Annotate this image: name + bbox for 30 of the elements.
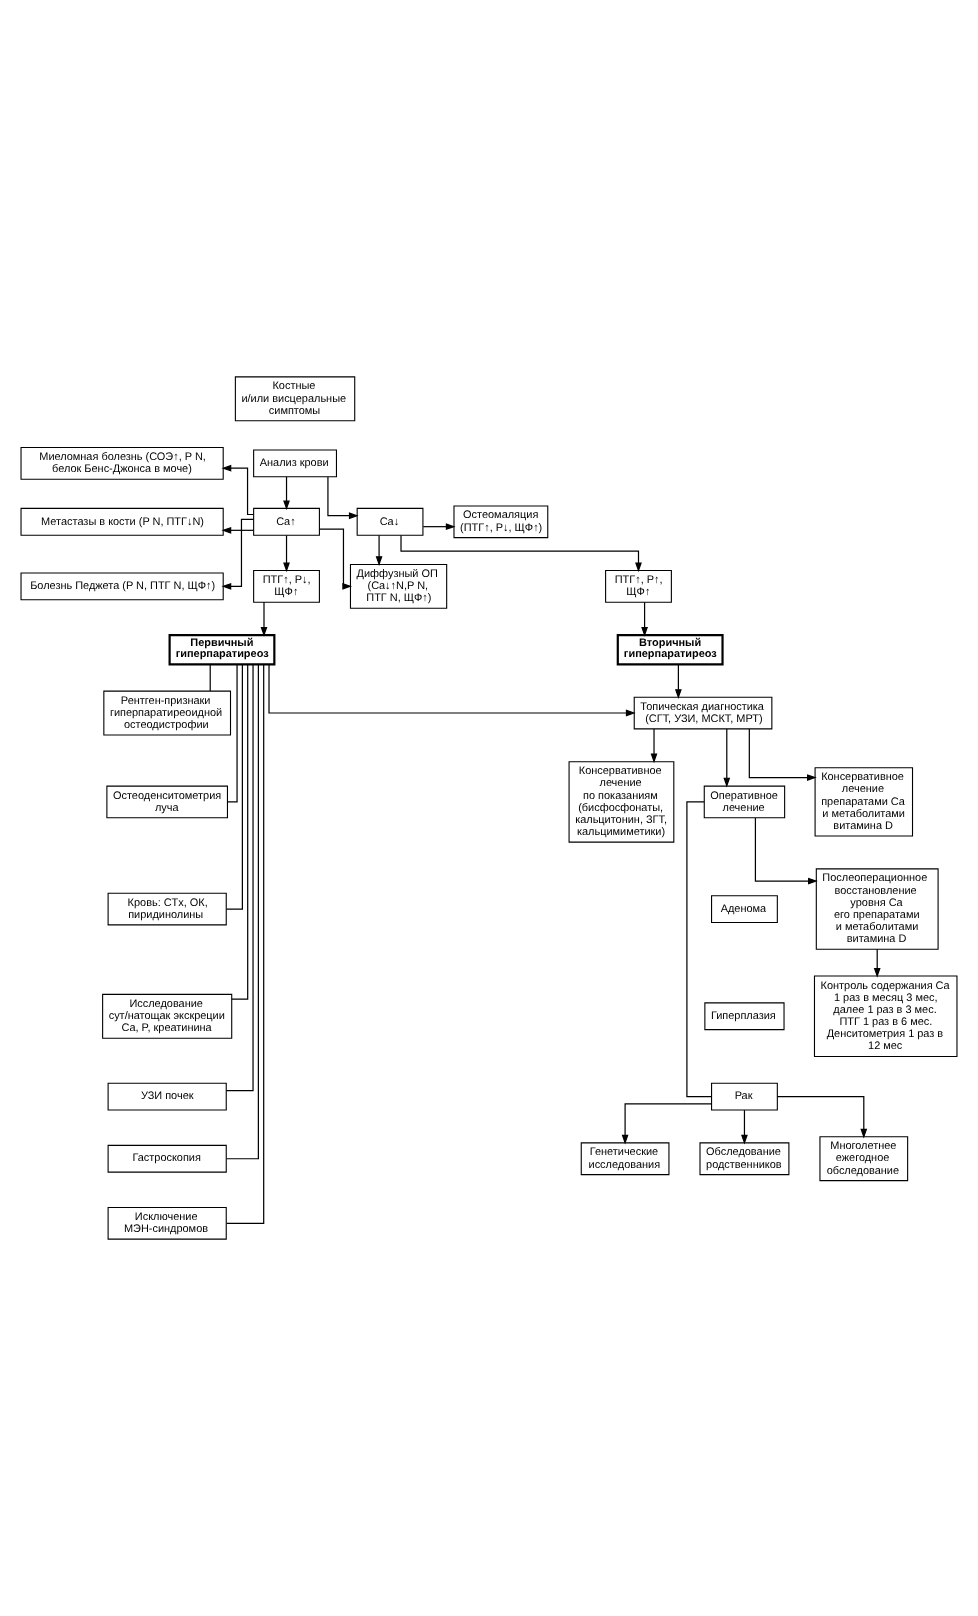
- arrow: [283, 476, 290, 511]
- arrow: [319, 528, 353, 590]
- arrow: [674, 663, 682, 699]
- arrow: [283, 534, 290, 573]
- connector: [225, 663, 254, 1092]
- arrow: [268, 663, 636, 717]
- arrow: [221, 518, 254, 590]
- connector: [209, 663, 211, 692]
- arrow: [641, 601, 648, 637]
- connector: [225, 663, 243, 910]
- connector: [227, 664, 238, 803]
- arrow: [650, 728, 658, 764]
- connector: [686, 801, 712, 1098]
- arrow: [327, 476, 359, 520]
- arrow: [400, 534, 642, 573]
- arrow: [422, 523, 456, 531]
- arrow: [221, 526, 254, 534]
- arrow: [873, 948, 881, 978]
- connector: [226, 663, 265, 1224]
- arrow: [621, 1103, 713, 1145]
- arrow: [741, 1109, 748, 1145]
- arrow: [723, 728, 731, 788]
- arrow: [776, 1096, 868, 1139]
- arrow: [375, 534, 383, 566]
- connector: [225, 663, 259, 1160]
- arrow: [748, 728, 817, 781]
- arrow: [754, 817, 818, 885]
- connector: [231, 664, 249, 1000]
- arrow: [260, 601, 268, 637]
- arrow: [221, 464, 254, 516]
